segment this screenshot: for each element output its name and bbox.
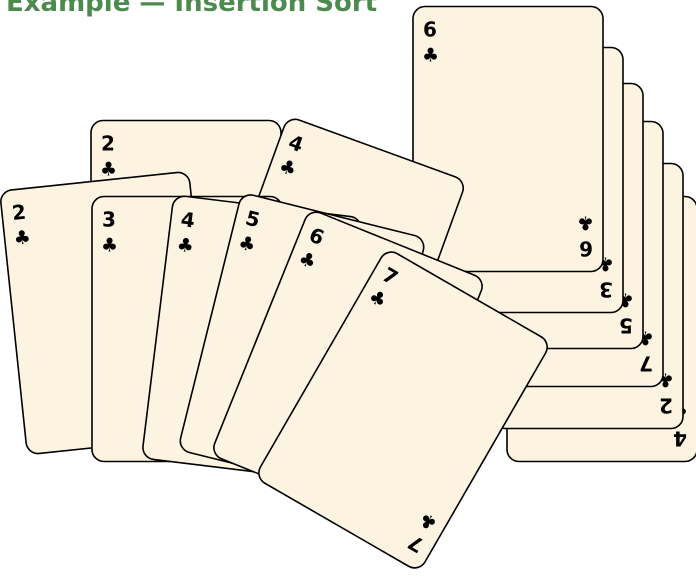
club-icon: ♣	[13, 226, 32, 250]
card-rank: 6	[423, 18, 437, 42]
club-icon: ♣	[422, 45, 439, 67]
club-icon: ♣	[101, 235, 118, 257]
card-rank: 4	[673, 427, 687, 451]
card-rank: 6	[579, 237, 593, 261]
club-icon: ♣	[577, 212, 594, 234]
card-rank: 7	[639, 352, 653, 376]
card-rank: 3	[102, 208, 116, 232]
club-icon: ♣	[100, 159, 117, 181]
card-rank: 4	[180, 207, 197, 233]
club-icon: ♣	[175, 234, 195, 258]
card-rank: 2	[11, 200, 27, 225]
card-rank: 5	[619, 314, 633, 338]
card-rank: 2	[659, 394, 673, 418]
card-rank: 3	[599, 278, 613, 302]
card-rank: 2	[101, 132, 115, 156]
